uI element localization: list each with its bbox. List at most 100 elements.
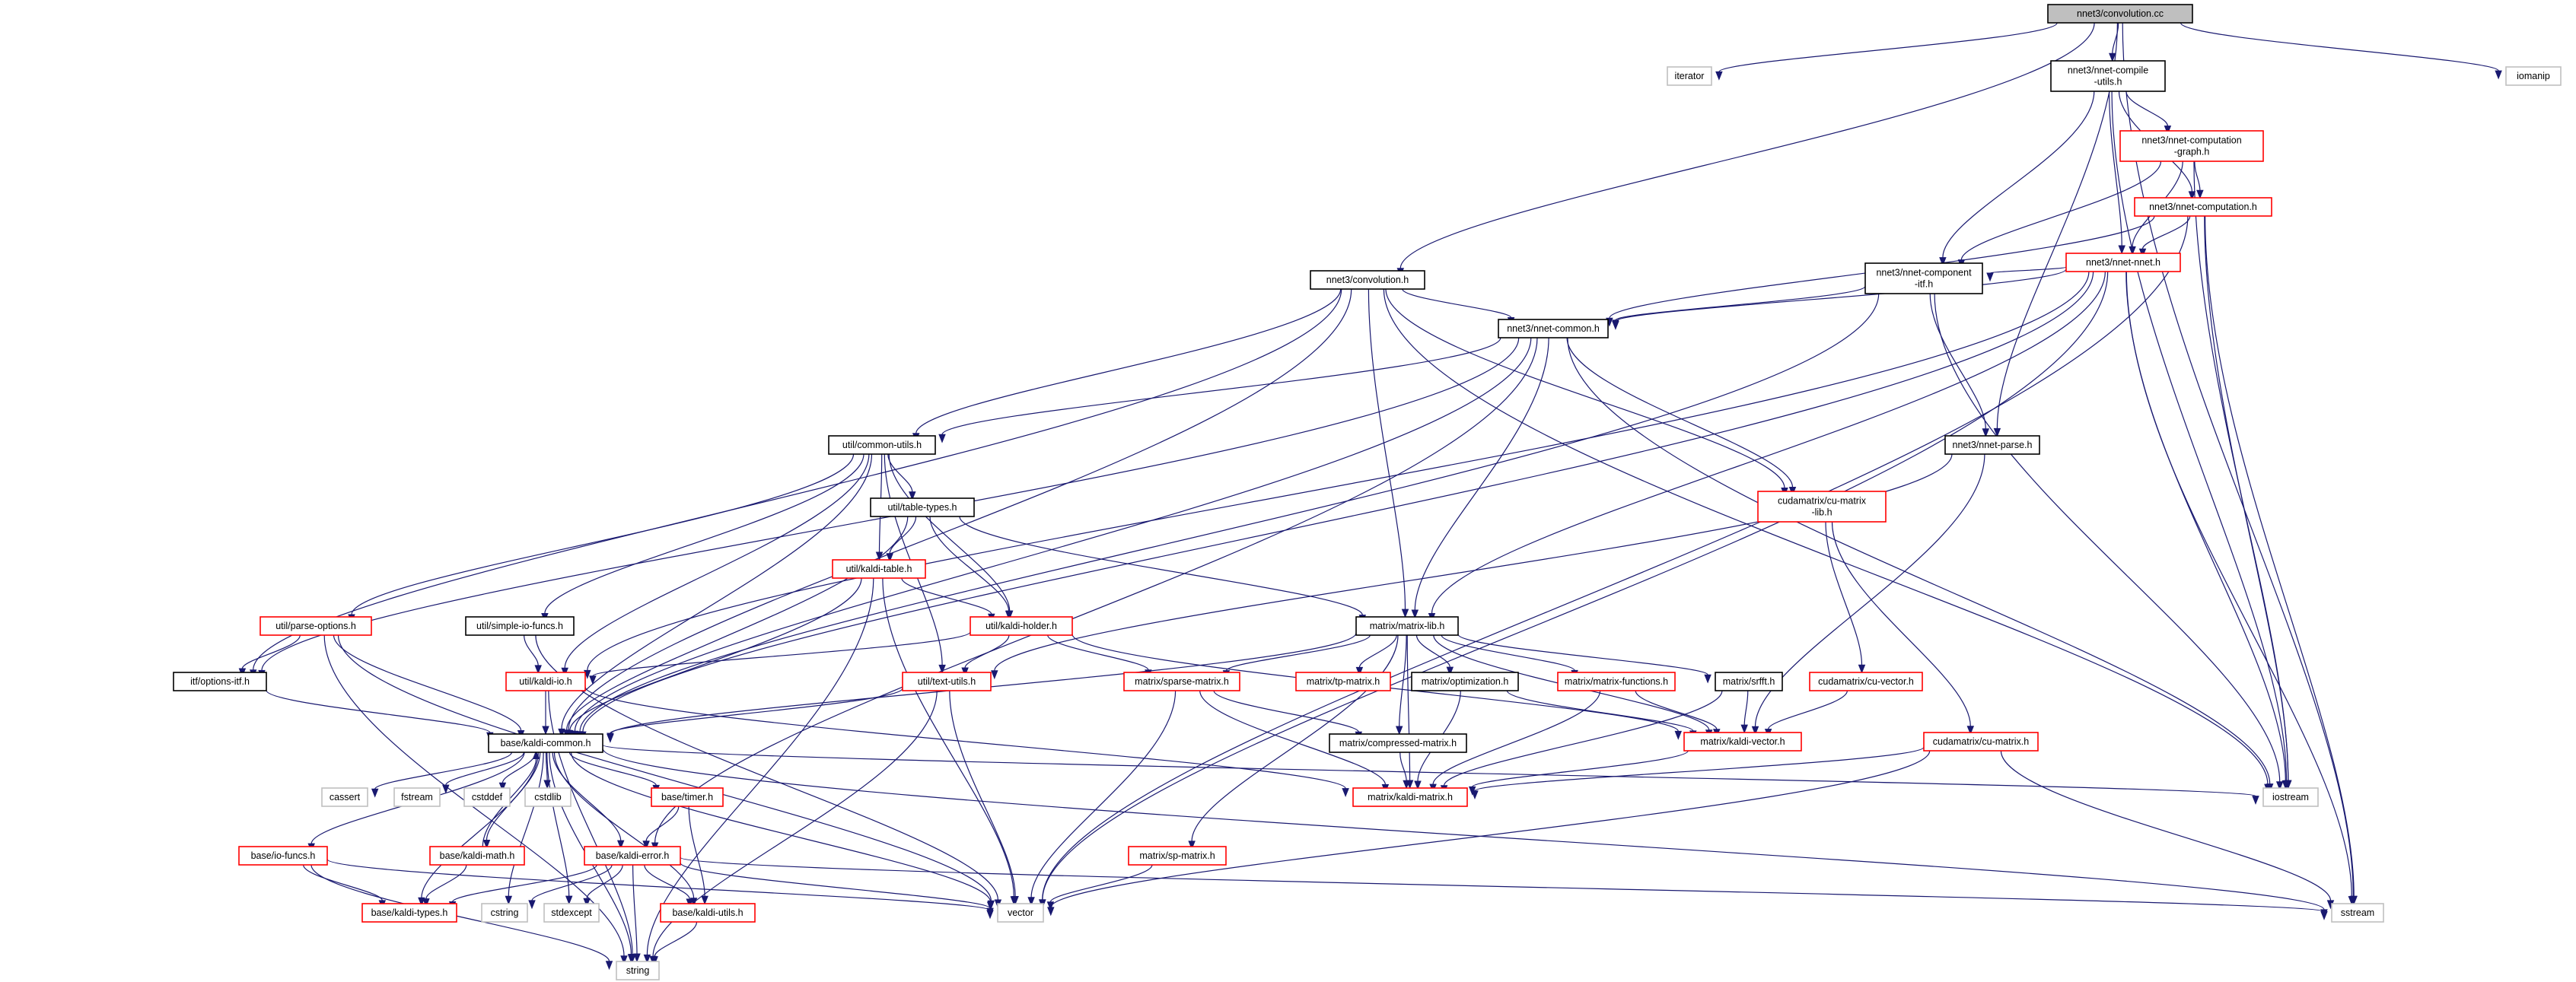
arrowhead-icon — [2196, 189, 2204, 199]
node-kaldi_matrix[interactable]: matrix/kaldi-matrix.h — [1352, 787, 1468, 807]
edge-kaldi_vector-to-kaldi_matrix — [1468, 750, 1689, 796]
node-cu_vector[interactable]: cudamatrix/cu-vector.h — [1809, 672, 1923, 691]
node-label: iterator — [1675, 71, 1705, 81]
node-label: matrix/compressed-matrix.h — [1339, 738, 1457, 748]
edge-line — [1444, 690, 1723, 786]
node-kaldi_utils[interactable]: base/kaldi-utils.h — [660, 903, 756, 923]
arrowhead-icon — [2164, 126, 2172, 135]
node-common_utils: util/common-utils.h — [828, 435, 936, 455]
edge-line — [652, 690, 938, 957]
arrowhead-icon — [1005, 610, 1013, 620]
node-simple_io: util/simple-io-funcs.h — [465, 616, 575, 636]
node-label: nnet3/nnet-parse.h — [1953, 440, 2033, 450]
edge-line — [2194, 160, 2201, 191]
arrowhead-icon — [616, 840, 625, 850]
edge-line — [1754, 453, 1985, 727]
node-cu_matrix[interactable]: cudamatrix/cu-matrix.h — [1923, 732, 2039, 752]
edge-kaldi_error-to-vector — [680, 862, 994, 917]
edge-line — [654, 337, 1538, 844]
node-label: matrix/matrix-lib.h — [1370, 621, 1445, 631]
node-text_utils[interactable]: util/text-utils.h — [902, 672, 992, 691]
node-comp_graph[interactable]: nnet3/nnet-computation-graph.h — [2119, 130, 2264, 162]
arrowhead-icon — [1401, 609, 1409, 618]
edge-line — [882, 577, 1014, 897]
edge-line — [688, 806, 705, 897]
node-kaldi_holder[interactable]: util/kaldi-holder.h — [970, 616, 1073, 636]
arrowhead-icon — [558, 728, 565, 738]
node-io_funcs[interactable]: base/io-funcs.h — [238, 846, 328, 866]
node-timer[interactable]: base/timer.h — [651, 787, 724, 807]
edge-line — [644, 864, 690, 900]
node-kaldi_math[interactable]: base/kaldi-math.h — [429, 846, 525, 866]
edge-matrix_lib-to-sp_matrix — [1188, 634, 1399, 850]
edge-kaldi_holder-to-text_utils — [961, 634, 1010, 677]
node-sp_matrix[interactable]: matrix/sp-matrix.h — [1128, 846, 1227, 866]
edge-common_utils-to-kaldi_common — [558, 453, 873, 738]
node-label: matrix/sp-matrix.h — [1139, 850, 1215, 861]
edge-common-to-iostream — [1567, 337, 2274, 793]
edge-line — [1615, 269, 2067, 323]
node-matrix_lib: matrix/matrix-lib.h — [1355, 616, 1459, 636]
node-label: -lib.h — [1811, 507, 1832, 518]
node-kaldi_error[interactable]: base/kaldi-error.h — [584, 846, 681, 866]
node-label: itf/options-itf.h — [190, 676, 250, 687]
edge-comp_graph-to-computation — [2194, 160, 2204, 199]
node-label: cstddef — [472, 792, 503, 802]
edge-line — [584, 686, 1346, 790]
node-label: matrix/matrix-functions.h — [1565, 676, 1668, 687]
node-box — [260, 616, 372, 636]
arrowhead-icon — [1704, 674, 1711, 684]
arrowhead-icon — [1395, 726, 1403, 736]
node-box — [1715, 672, 1783, 691]
node-kaldi_types[interactable]: base/kaldi-types.h — [361, 903, 457, 923]
node-options_itf: itf/options-itf.h — [173, 672, 267, 691]
node-label: util/text-utils.h — [918, 676, 976, 687]
node-tp_matrix[interactable]: matrix/tp-matrix.h — [1295, 672, 1391, 691]
edge-nnet-to-comp_itf — [1986, 266, 2067, 282]
edge-line — [568, 752, 657, 786]
edge-line — [1191, 634, 1399, 841]
node-label: sstream — [2341, 907, 2374, 918]
edge-common-to-matrix_lib — [1411, 337, 1549, 619]
node-cu_matrix_lib[interactable]: cudamatrix/cu-matrix-lib.h — [1757, 491, 1887, 523]
edge-table_types-to-matrix_lib — [959, 516, 1367, 624]
node-label: nnet3/convolution.h — [1326, 275, 1409, 285]
node-iostream: iostream — [2262, 787, 2319, 807]
edge-line — [1368, 288, 1406, 610]
edge-line — [1047, 634, 1149, 671]
edge-line — [1441, 634, 1575, 671]
arrowhead-icon — [2275, 781, 2284, 791]
node-box — [584, 846, 681, 866]
node-label: nnet3/nnet-component — [1876, 268, 1972, 278]
edge-line — [592, 631, 971, 677]
node-sparse_matrix[interactable]: matrix/sparse-matrix.h — [1123, 672, 1240, 691]
edge-line — [654, 921, 698, 957]
node-parse_options[interactable]: util/parse-options.h — [260, 616, 372, 636]
arrowhead-icon — [542, 726, 549, 736]
edge-line — [574, 337, 1532, 732]
node-computation[interactable]: nnet3/nnet-computation.h — [2134, 197, 2272, 217]
edge-line — [1225, 634, 1371, 672]
edge-line — [241, 634, 301, 669]
node-box — [393, 787, 441, 807]
edge-cu_vector-to-kaldi_vector — [1764, 690, 1848, 738]
edge-line — [524, 634, 539, 666]
edge-line — [1718, 22, 2058, 72]
node-label: nnet3/nnet-common.h — [1507, 323, 1600, 334]
node-vector: vector — [997, 903, 1044, 923]
edge-common-to-common_utils — [938, 337, 1501, 443]
node-box — [2134, 197, 2272, 217]
node-kaldi_table[interactable]: util/kaldi-table.h — [832, 559, 926, 579]
node-label: cstdlib — [534, 792, 561, 802]
node-kaldi_vector[interactable]: matrix/kaldi-vector.h — [1683, 732, 1802, 752]
edge-line — [1615, 285, 1866, 321]
edge-line — [949, 690, 1016, 897]
edge-line — [680, 856, 2325, 913]
edge-parse_options-to-options_itf — [238, 634, 301, 678]
node-matrix_functions[interactable]: matrix/matrix-functions.h — [1557, 672, 1676, 691]
arrowhead-icon — [2320, 911, 2328, 920]
node-kaldi_io[interactable]: util/kaldi-io.h — [505, 672, 586, 691]
node-nnet[interactable]: nnet3/nnet-nnet.h — [2065, 253, 2181, 272]
arrowhead-icon — [1411, 609, 1419, 619]
